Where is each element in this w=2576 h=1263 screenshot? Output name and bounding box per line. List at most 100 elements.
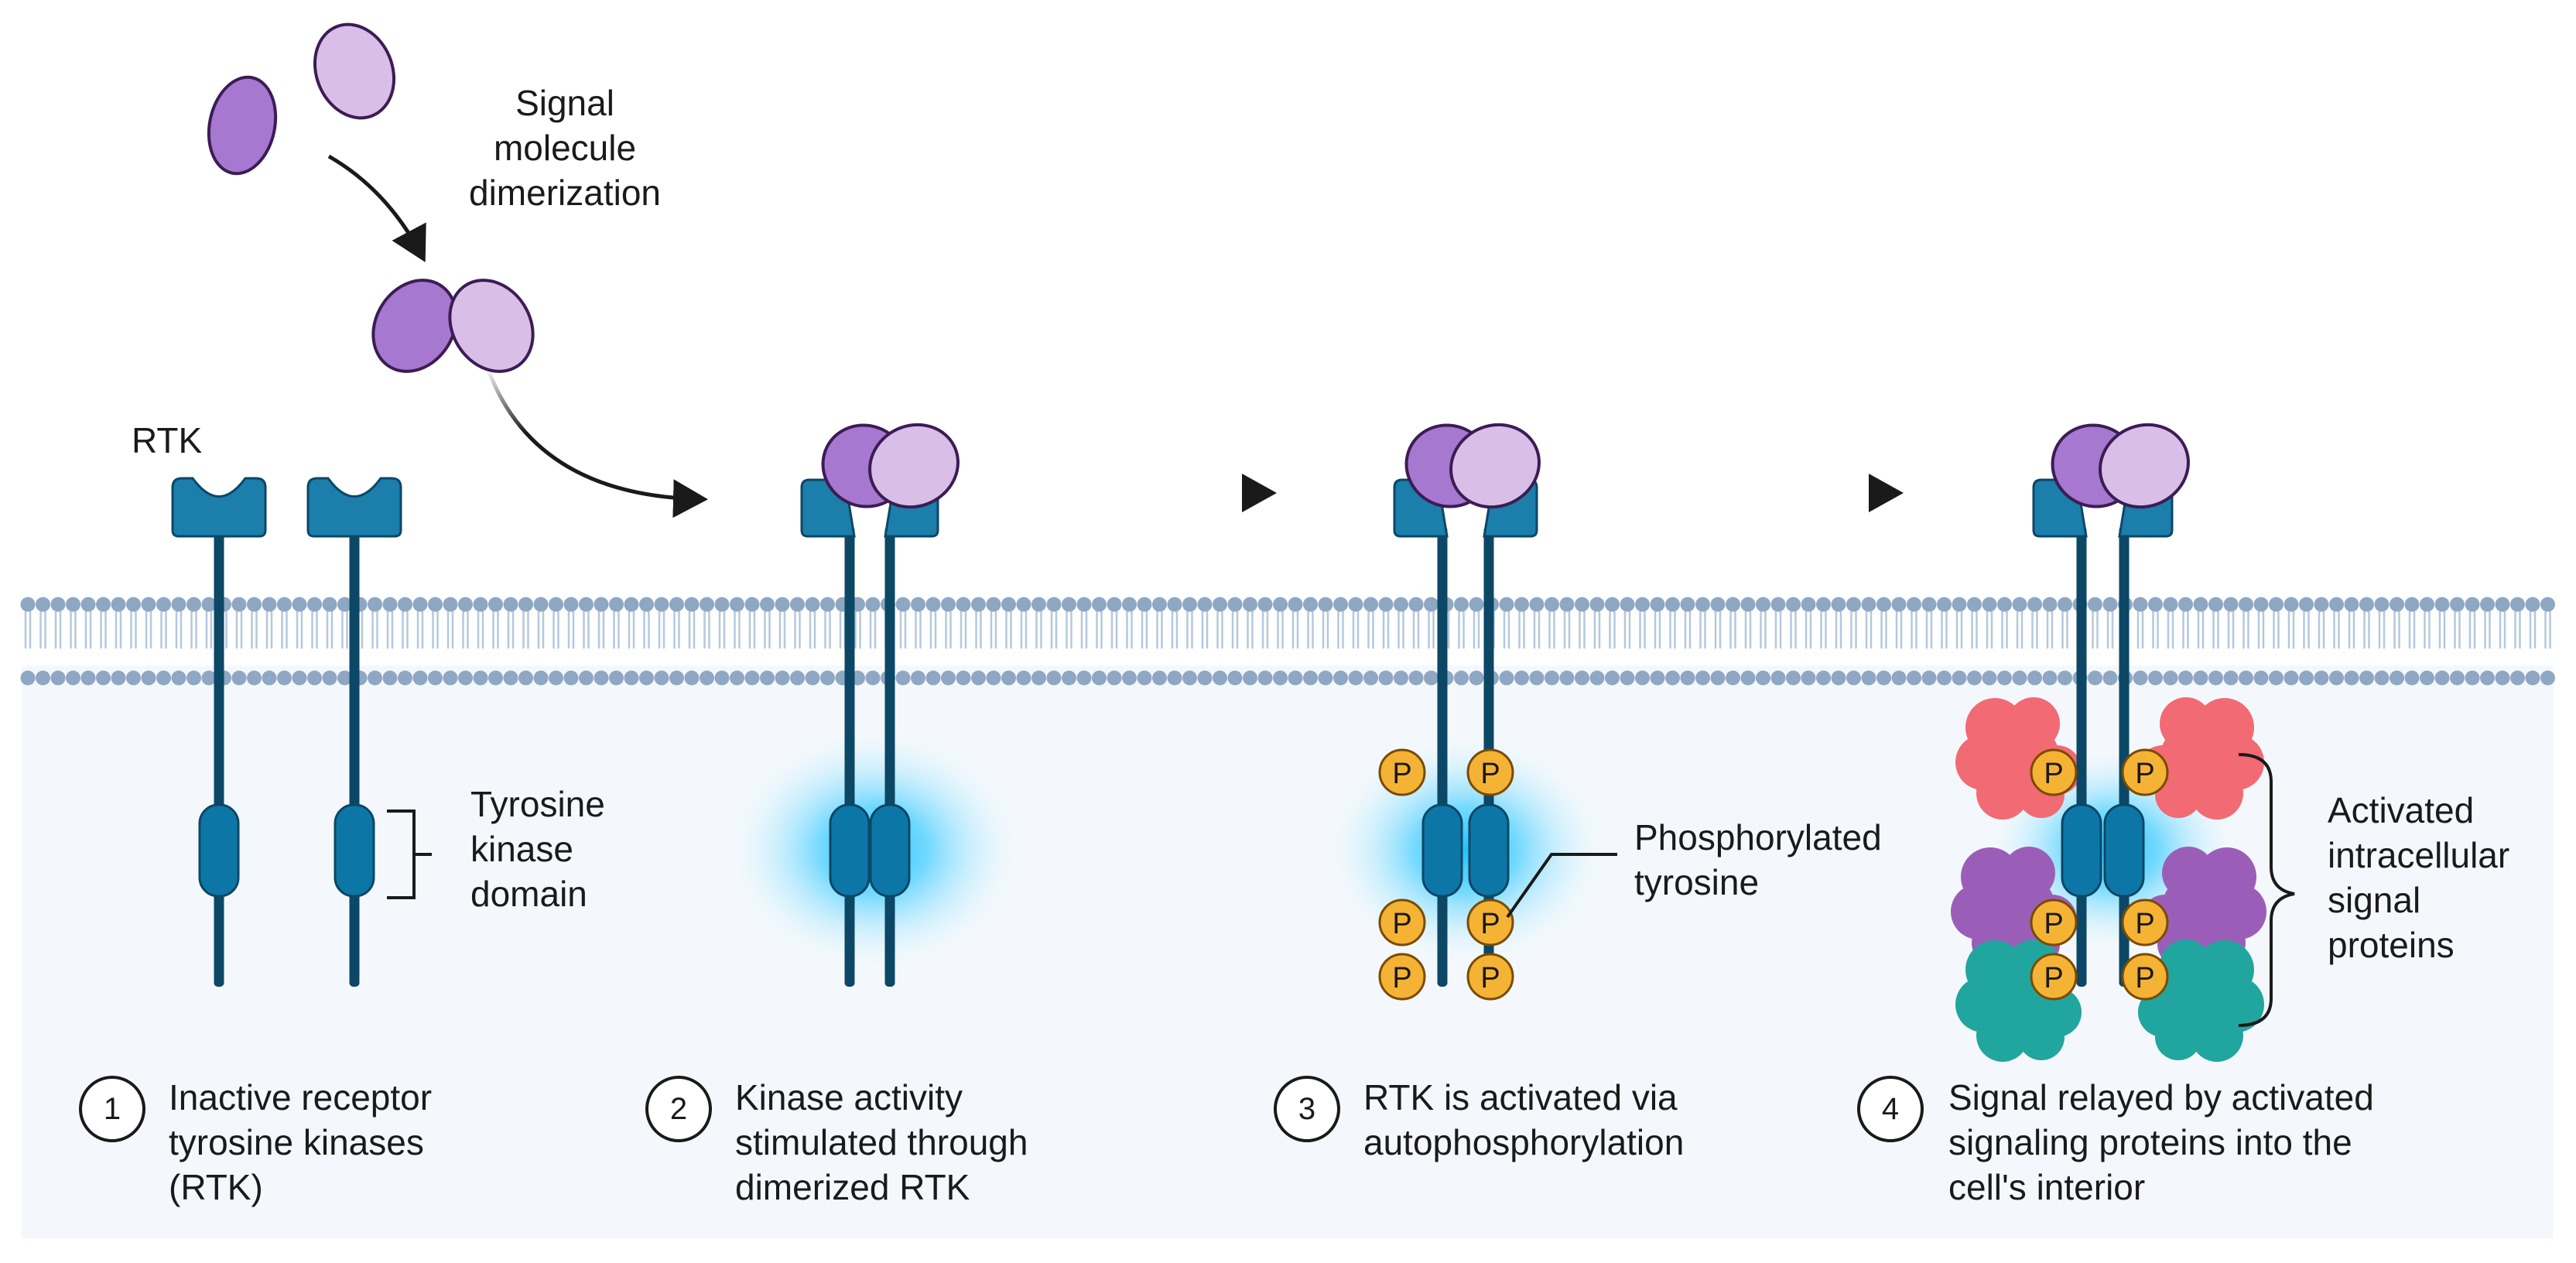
- process-arrows: [327, 154, 1904, 519]
- lipid-head: [2193, 597, 2208, 612]
- lipid-head: [2525, 670, 2540, 686]
- lipid-head: [1756, 670, 1770, 686]
- lipid-tail: [416, 611, 424, 649]
- lipid-head: [1469, 597, 1484, 612]
- lipid-head: [1197, 670, 1213, 686]
- lipid-tail: [869, 611, 877, 649]
- lipid-tail: [115, 611, 122, 649]
- lipid-tail: [1986, 611, 1993, 649]
- lipid-head: [1092, 670, 1107, 686]
- lipid-head: [2450, 670, 2465, 686]
- lipid-head: [941, 670, 956, 686]
- lipid-tail: [1382, 611, 1390, 649]
- lipid-head: [458, 597, 473, 612]
- lipid-tail: [1428, 611, 1435, 649]
- lipid-tail: [2303, 611, 2310, 649]
- lipid-tail: [2468, 611, 2476, 649]
- receptor-stalk: [884, 526, 895, 987]
- membrane-tails: [24, 611, 2551, 649]
- phosphate-circle: [1466, 953, 1514, 1001]
- lipid-head: [2178, 597, 2193, 612]
- lipid-head: [2314, 597, 2329, 612]
- lipid-tail: [1623, 611, 1631, 649]
- lipid-head: [80, 670, 96, 686]
- lipid-head: [1665, 670, 1680, 686]
- lipid-head: [1726, 670, 1740, 686]
- lipid-head: [382, 597, 398, 612]
- lipid-head: [1559, 670, 1575, 686]
- lipid-head: [50, 597, 66, 612]
- lipid-head: [1243, 597, 1257, 612]
- lipid-head: [2525, 597, 2540, 612]
- lipid-tail: [1141, 611, 1148, 649]
- lipid-head: [760, 597, 775, 612]
- protein-lobe: [2018, 1014, 2065, 1060]
- lipid-head: [2329, 670, 2344, 686]
- lipid-head: [292, 670, 307, 686]
- lipid-head: [2208, 670, 2223, 686]
- lipid-head: [805, 670, 820, 686]
- lipid-head: [1152, 670, 1167, 686]
- lipid-head: [895, 597, 911, 612]
- phosphate-label: P: [1392, 758, 1411, 790]
- lipid-tail: [1156, 611, 1163, 649]
- lipid-head: [2450, 597, 2465, 612]
- lipid-head: [1318, 597, 1333, 612]
- lipid-head: [2027, 597, 2042, 612]
- lipid-head: [1952, 670, 1967, 686]
- lipid-tail: [1941, 611, 1948, 649]
- receptor-stalk: [349, 526, 360, 987]
- phosphate-circle: [1378, 953, 1426, 1001]
- lipid-head: [549, 670, 563, 686]
- phosphate-group: P: [2030, 748, 2078, 796]
- lipid-head: [1031, 670, 1046, 686]
- lipid-head: [322, 597, 337, 612]
- lipid-head: [1982, 597, 1997, 612]
- lipid-head: [2434, 670, 2450, 686]
- lipid-head: [1529, 597, 1545, 612]
- lipid-head: [1545, 597, 1559, 612]
- lipid-tail: [552, 611, 559, 649]
- lipid-tail: [235, 611, 243, 649]
- lipid-tail: [2046, 611, 2054, 649]
- lipid-head: [1514, 597, 1529, 612]
- lipid-tail: [1231, 611, 1239, 649]
- lipid-tail: [1337, 611, 1344, 649]
- lipid-head: [2495, 597, 2510, 612]
- lipid-head: [307, 670, 322, 686]
- lipid-head: [925, 597, 941, 612]
- phosphate-group: P: [2121, 898, 2169, 946]
- lipid-head: [1016, 597, 1031, 612]
- lipid-head: [1001, 597, 1016, 612]
- lipid-tail: [1050, 611, 1058, 649]
- lipid-head: [1303, 597, 1318, 612]
- lipid-head: [1454, 597, 1469, 612]
- receptor-monomer: [2032, 478, 2102, 987]
- lipid-head: [2042, 597, 2058, 612]
- lipid-tail: [311, 611, 318, 649]
- lipid-head: [2344, 597, 2359, 612]
- lipid-head: [1378, 597, 1394, 612]
- lipid-head: [1891, 597, 1907, 612]
- phosphate-label: P: [2044, 962, 2063, 994]
- lipid-tail: [1548, 611, 1555, 649]
- lipid-tail: [1714, 611, 1722, 649]
- lipid-head: [201, 670, 217, 686]
- lipid-tail: [2212, 611, 2219, 649]
- lipid-head: [1816, 670, 1831, 686]
- lipid-tail: [2544, 611, 2551, 649]
- lipid-tail: [1171, 611, 1179, 649]
- lipid-tail: [432, 611, 439, 649]
- lipid-tail: [1639, 611, 1646, 649]
- lipid-tail: [748, 611, 756, 649]
- lipid-tail: [1201, 611, 1209, 649]
- lipid-head: [262, 597, 277, 612]
- lipid-tail: [1503, 611, 1510, 649]
- lipid-tail: [175, 611, 183, 649]
- lipid-head: [790, 670, 805, 686]
- lipid-head: [1122, 670, 1137, 686]
- lipid-head: [1273, 670, 1288, 686]
- lipid-head: [2540, 597, 2555, 612]
- lipid-head: [1997, 597, 2012, 612]
- lipid-head: [1016, 670, 1031, 686]
